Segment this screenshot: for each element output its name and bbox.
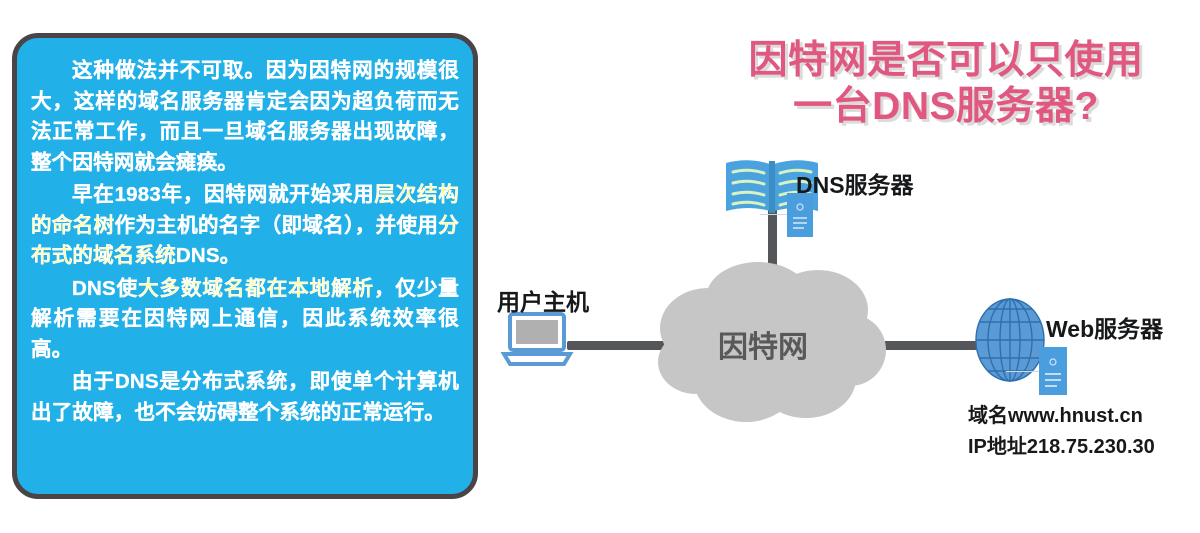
body-text: 由于DNS是分布式系统，即使单个计算机出了故障，也不会妨碍整个系统的正常运行。	[31, 370, 459, 424]
globe-icon	[975, 298, 1045, 382]
web-server-label: Web服务器	[1046, 316, 1164, 342]
paragraph-1: 这种做法并不可取。因为因特网的规模很大，这样的域名服务器肯定会因为超负荷而无法正…	[31, 56, 459, 178]
body-text: DNS。	[175, 244, 241, 267]
paragraph-4: 由于DNS是分布式系统，即使单个计算机出了故障，也不会妨碍整个系统的正常运行。	[31, 367, 459, 428]
wire-host-to-internet	[567, 341, 692, 350]
web-domain-label: 域名www.hnust.cn	[968, 405, 1143, 427]
explanation-card: 这种做法并不可取。因为因特网的规模很大，这样的域名服务器肯定会因为超负荷而无法正…	[12, 33, 478, 499]
body-text: 作为主机的名字（即域名），并使用	[114, 213, 439, 237]
host-label: 用户主机	[497, 289, 589, 315]
dns-server-label: DNS服务器	[796, 172, 914, 198]
web-ip-label: IP地址218.75.230.30	[968, 436, 1155, 458]
paragraph-3: DNS使大多数域名都在本地解析，仅少量解析需要在因特网上通信，因此系统效率很高。	[31, 274, 459, 366]
body-text: DNS使	[72, 276, 139, 300]
highlighted-text: 分布式的域名系统	[31, 213, 459, 267]
paragraph-2: 早在1983年，因特网就开始采用层次结构的命名树作为主机的名字（即域名），并使用…	[31, 180, 459, 272]
page-title-line-1: 因特网是否可以只使用	[746, 37, 1145, 85]
page-title: 因特网是否可以只使用 一台DNS服务器?	[704, 37, 1188, 131]
body-text: 这种做法并不可取。因为因特网的规模很大，这样的域名服务器肯定会因为超负荷而无法正…	[31, 59, 459, 174]
laptop-icon	[500, 312, 574, 366]
highlighted-text: 层次结构的命名树	[31, 183, 459, 237]
body-text: 早在1983年，因特网就开始采用	[72, 183, 375, 206]
dns-document-card-icon	[787, 193, 813, 237]
page-title-line-2: 一台DNS服务器?	[791, 83, 1101, 131]
internet-cloud-icon	[658, 262, 886, 422]
body-text: ，仅少量解析需要在因特网上通信，因此系统效率很高。	[31, 276, 459, 361]
highlighted-text: 大多数域名都在本地解析	[138, 276, 374, 300]
wire-dns-to-internet	[768, 194, 777, 284]
internet-cloud-label: 因特网	[718, 331, 808, 364]
dns-stand-line	[760, 214, 806, 215]
web-stand-line	[1006, 371, 1054, 372]
web-document-card-icon	[1039, 347, 1067, 395]
wire-internet-to-web	[872, 341, 982, 350]
